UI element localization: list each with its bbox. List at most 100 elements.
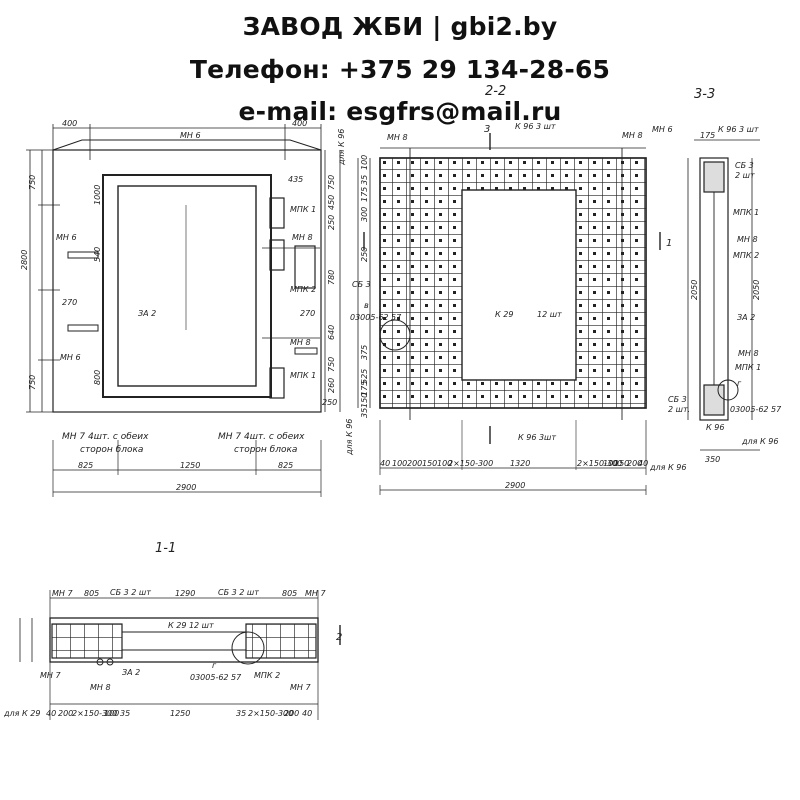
view-section-1-1 xyxy=(19,590,341,720)
v22-bdim-4: 100 xyxy=(437,459,452,468)
v22-bdim-11: 40 xyxy=(638,459,648,468)
v1-mid-640: 640 xyxy=(327,325,336,340)
v1-dim-400-left: 400 xyxy=(62,119,77,128)
v33-label-mpk2: МПК 2 xyxy=(733,251,759,260)
v11-bdim-0: 40 xyxy=(46,709,56,718)
v33-label-sb3-count: 2 шт xyxy=(735,171,755,180)
v22-label-detail-v: в xyxy=(364,301,369,310)
v11-dim-1290: 1290 xyxy=(175,589,195,598)
v22-bdim-7: 2×150-300 xyxy=(577,459,622,468)
block-outline xyxy=(52,149,322,413)
v33-label-sb3-b-count: 2 шт. xyxy=(668,405,690,414)
view-section-3-3 xyxy=(687,139,760,451)
v22-ldim-6: 525 xyxy=(360,369,369,384)
v11-title: 1-1 xyxy=(155,541,176,556)
v33-label-code: 03005-62 57 xyxy=(730,405,782,414)
v33-label-mn8-b: МН 8 xyxy=(738,349,759,358)
v22-ldim-9: 35 xyxy=(360,408,369,418)
v11-label-mn7-bottom-left: МН 7 xyxy=(40,671,61,680)
v22-title: 2-2 xyxy=(485,84,506,99)
v22-ldim-3: 300 xyxy=(360,207,369,222)
v22-bdim-3: 150 xyxy=(422,459,437,468)
window-opening-inner xyxy=(117,185,257,387)
v11-label-code: 03005-62 57 xyxy=(190,673,242,682)
v1-note-left: МН 7 4шт. с обеих xyxy=(62,432,149,442)
v33-label-sb3: СБ 3 xyxy=(735,161,754,170)
v1-mid-780: 780 xyxy=(327,270,336,285)
v33-label-mpk1-b: МПК 1 xyxy=(735,363,761,372)
v1-label-mn6-a: МН 6 xyxy=(56,233,77,242)
header-email: e-mail: esgfrs@mail.ru xyxy=(238,97,562,126)
v11-bdim-1250: 1250 xyxy=(170,709,190,718)
v33-label-detail-g: г xyxy=(737,379,742,388)
v33-dim-350: 350 xyxy=(705,455,720,464)
v22-ldim-7: 175 xyxy=(360,381,369,396)
v1-note-left-2: сторон блока xyxy=(80,445,143,455)
v1-dim-750-bottom: 750 xyxy=(28,375,37,390)
v11-bdim-6: 35 xyxy=(236,709,246,718)
v22-label-mn8-right: МН 8 xyxy=(622,131,643,140)
v22-label-k96-bottom: К 96 3шт xyxy=(518,433,556,442)
v22-label-for-k96-right: для К 96 xyxy=(649,463,686,472)
v1-dim-750-top: 750 xyxy=(28,175,37,190)
v1-label-mn8-a: МН 8 xyxy=(292,233,313,242)
v22-ldim-8: 150 xyxy=(360,393,369,408)
v1-label-mpk2: МПК 2 xyxy=(290,285,316,294)
v22-ldim-0: 100 xyxy=(360,155,369,170)
v1-dim-270: 270 xyxy=(62,298,77,307)
v22-bdim-1320: 1320 xyxy=(510,459,530,468)
v22-label-k29: К 29 xyxy=(495,310,513,319)
v1-dim-2900: 2900 xyxy=(176,483,196,492)
v11-label-k29: К 29 12 шт xyxy=(168,621,214,630)
v1-label-mn6-b: МН 6 xyxy=(60,353,81,362)
v1-label-mn6-top: МН 6 xyxy=(180,131,201,140)
v1-note-right-2: сторон блока xyxy=(234,445,297,455)
v22-ldim-1: 35 xyxy=(360,175,369,185)
v33-label-for-k96: для К 96 xyxy=(741,437,778,446)
v11-label-mpk2: МПК 2 xyxy=(254,671,280,680)
v1-label-for-k96: для К 96 xyxy=(337,129,346,166)
v1-dim-825-right: 825 xyxy=(278,461,293,470)
v22-label-code: 03005-62 57 xyxy=(350,313,402,322)
v22-label-sb3: СБ 3 xyxy=(352,280,371,289)
header-title: ЗАВОД ЖБИ | gbi2.by xyxy=(242,12,558,41)
v22-dim-2900: 2900 xyxy=(505,481,525,490)
v22-bdim-1: 100 xyxy=(392,459,407,468)
v1-dim-435: 435 xyxy=(288,175,303,184)
v22-bdim-9: 150 xyxy=(614,459,629,468)
v33-label-mn6: МН 6 xyxy=(652,125,673,134)
v33-dim-175: 175 xyxy=(700,131,715,140)
v1-label-za2: ЗА 2 xyxy=(138,309,156,318)
v22-label-for-k96-left: для К 96 xyxy=(345,419,354,456)
v11-label-sb3-a: СБ 3 2 шт xyxy=(110,588,151,597)
v11-label-mn8: МН 8 xyxy=(90,683,111,692)
v1-label-mpk1-b: МПК 1 xyxy=(290,371,316,380)
v11-bdim-4: 35 xyxy=(120,709,130,718)
v11-label-mn7-bottom-right: МН 7 xyxy=(290,683,311,692)
opening-2-2 xyxy=(461,189,577,381)
v11-dim-805-left: 805 xyxy=(84,589,99,598)
v1-dim-2800: 2800 xyxy=(20,250,29,270)
v11-label-za2: ЗА 2 xyxy=(122,668,140,677)
v11-bdim-1: 200 xyxy=(58,709,73,718)
v1-mid-250b: 250 xyxy=(322,398,337,407)
v33-title: 3-3 xyxy=(694,87,715,102)
v1-dim-1000: 1000 xyxy=(93,185,102,205)
v1-label-mpk1-a: МПК 1 xyxy=(290,205,316,214)
v22-ldim-5: 375 xyxy=(360,345,369,360)
view-front-elevation xyxy=(26,124,341,497)
v22-section-mark-3: 3 xyxy=(484,124,490,135)
v1-dim-400-right: 400 xyxy=(292,119,307,128)
v11-label-sb3-b: СБ 3 2 шт xyxy=(218,588,259,597)
v33-label-za2: ЗА 2 xyxy=(737,313,755,322)
header-phone: Телефон: +375 29 134-28-65 xyxy=(189,55,611,84)
v1-mid-250: 250 xyxy=(327,215,336,230)
v1-dim-540: 540 xyxy=(93,247,102,262)
window-opening-outer xyxy=(102,174,272,398)
v22-bdim-5: 2×150-300 xyxy=(448,459,493,468)
v11-bdim-8: 200 xyxy=(284,709,299,718)
v11-section-mark-2: 2 xyxy=(336,632,342,643)
v1-dim-1250: 1250 xyxy=(180,461,200,470)
v11-label-for-k29: для К 29 xyxy=(3,709,40,718)
